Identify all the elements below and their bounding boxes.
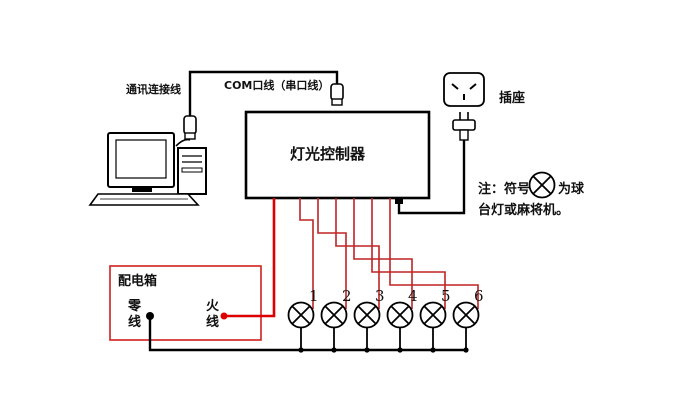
- lamp-number: 2: [342, 287, 352, 305]
- lamp-number: 4: [408, 287, 418, 305]
- junction-dot: [430, 347, 436, 353]
- distribution-box-label: 配电箱: [118, 273, 157, 289]
- live-wire: [224, 198, 276, 318]
- lamp-number: 6: [474, 287, 484, 305]
- lamp-icon: [452, 301, 480, 329]
- lamp-channel: 4: [353, 198, 418, 353]
- computer-icon: [88, 132, 207, 206]
- com-plug-icon: [330, 83, 344, 106]
- live-label-2: 线: [206, 314, 219, 330]
- note-text-line2: 台灯或麻将机。: [478, 202, 569, 218]
- lamp-channel: 6: [389, 198, 484, 353]
- lamp-channel: 5: [371, 198, 451, 353]
- neutral-wire: [148, 316, 467, 352]
- lamp-icon: [419, 301, 447, 329]
- lamp-channel: 2: [317, 198, 352, 353]
- lamp-number: 5: [441, 287, 451, 305]
- wall-socket-icon: [443, 72, 485, 107]
- channel-wire: [353, 198, 413, 309]
- neutral-label-1: 零: [127, 299, 142, 314]
- live-label-1: 火: [206, 299, 220, 314]
- lamp-number: 3: [375, 287, 385, 305]
- power-cable: [395, 140, 466, 215]
- lamp-channel: 3: [335, 198, 385, 353]
- junction-dot: [397, 347, 403, 353]
- comm-cable-label: 通讯连接线: [126, 82, 181, 96]
- lamp-icon: [287, 301, 315, 329]
- channel-wire: [317, 198, 347, 309]
- neutral-label-2: 线: [128, 314, 141, 330]
- usb-plug-icon: [183, 115, 197, 140]
- lamp-symbol-icon: [528, 171, 556, 199]
- junction-dot: [463, 347, 469, 353]
- channel-wire: [299, 198, 314, 309]
- channel-wire: [335, 198, 380, 309]
- lamp-icon: [353, 301, 381, 329]
- com-port-label: COM口线（串口线）: [224, 78, 329, 92]
- distribution-box: [109, 265, 262, 341]
- lamp-channel: 1: [287, 198, 319, 353]
- channel-wire: [389, 198, 479, 309]
- power-plug-icon: [452, 112, 476, 141]
- neutral-terminal: [146, 312, 154, 320]
- lamp-icon: [386, 301, 414, 329]
- junction-dot: [331, 347, 337, 353]
- channel-wire: [371, 198, 446, 309]
- note-text-suffix: 为球: [558, 181, 585, 197]
- lamp-icon: [320, 301, 348, 329]
- live-terminal: [220, 312, 228, 320]
- junction-dot: [298, 347, 304, 353]
- note-text: 注：符号: [478, 181, 530, 197]
- controller-label: 灯光控制器: [290, 145, 366, 163]
- junction-dot: [364, 347, 370, 353]
- light-controller-box: [244, 110, 431, 200]
- socket-label: 插座: [499, 90, 525, 106]
- lamp-number: 1: [309, 287, 319, 305]
- communication-cable: [175, 70, 344, 147]
